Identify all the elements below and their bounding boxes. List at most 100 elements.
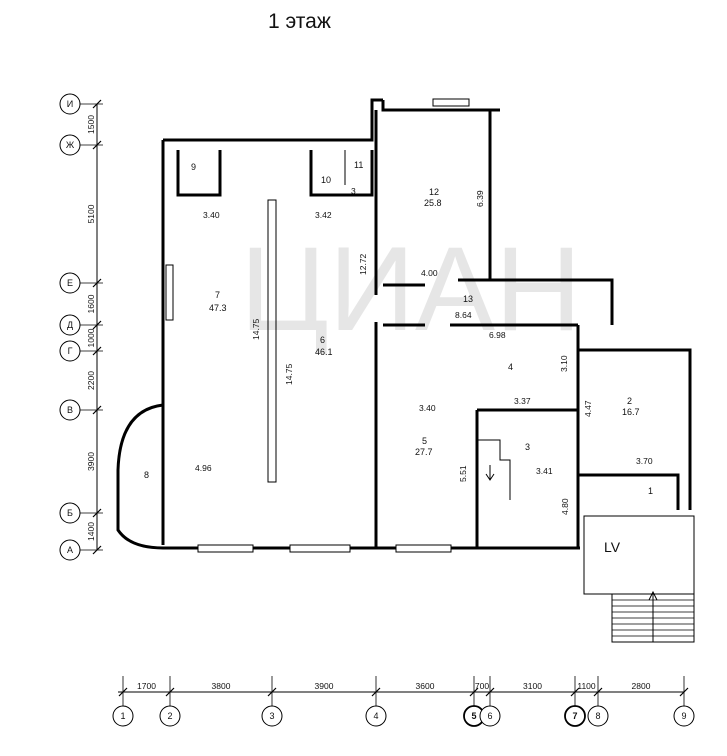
dim: 4.47: [583, 400, 593, 417]
axis-number-label: 2: [167, 711, 172, 721]
axis-tick-slash: [92, 405, 102, 415]
axis-tick-slash: [371, 687, 381, 697]
axis-number-label: 4: [373, 711, 378, 721]
room2-walls: [578, 348, 692, 510]
lv-label: LV: [604, 539, 621, 555]
room-13-number: 13: [463, 294, 473, 304]
axis-tick-slash: [570, 687, 580, 697]
axis-tick-slash: [165, 687, 175, 697]
stair-arrow: [485, 465, 495, 481]
axis-tick-slash: [92, 140, 102, 150]
axis-letter-dim: 1400: [86, 522, 96, 541]
room-12-number: 12: [429, 187, 439, 197]
room9-walls: [176, 150, 222, 197]
axis-letter-label: Б: [67, 508, 73, 518]
room-8-number: 8: [144, 470, 149, 480]
axis-tick-slash: [92, 346, 102, 356]
axis-tick-slash: [469, 687, 479, 697]
axis-number-label: 5: [471, 711, 476, 721]
room-12-area: 25.8: [424, 198, 442, 208]
dim: 3.40: [203, 210, 220, 220]
axis-tick-slash: [485, 687, 495, 697]
room-10-number: 10: [321, 175, 331, 185]
axis-number-label: 3: [269, 711, 274, 721]
axis-number-dim: 3100: [523, 681, 542, 691]
dim: 3.70: [636, 456, 653, 466]
axis-number-dim: 3800: [212, 681, 231, 691]
axis-tick-slash: [267, 687, 277, 697]
room-9-number: 9: [191, 162, 196, 172]
entrance-stairs: [611, 590, 695, 643]
window-west: [165, 264, 174, 321]
axis-tick-slash: [92, 278, 102, 288]
axis-bubble-1: [112, 705, 134, 727]
room-5-number: 5: [422, 436, 427, 446]
axis-letter-label: И: [67, 99, 73, 109]
dim: 4.96: [195, 463, 212, 473]
column-strip: [267, 199, 277, 483]
room-4-number: 4: [508, 362, 513, 372]
walls: [116, 98, 692, 550]
room-5-area: 27.7: [415, 447, 433, 457]
dim: 14.75: [284, 363, 294, 385]
axis-number-dim: 700: [475, 681, 489, 691]
dim: 3.10: [559, 355, 569, 372]
axis-bubble-3: [261, 705, 283, 727]
axis-tick-slash: [679, 687, 689, 697]
dim: 12.72: [358, 253, 368, 275]
windows: [165, 98, 470, 553]
dim: 4.00: [421, 268, 438, 278]
axis-letter-dim: 2200: [86, 371, 96, 390]
axis-letter-dim: 1500: [86, 115, 96, 134]
window-south-3: [395, 544, 452, 553]
corridor-north-wall: [458, 278, 614, 325]
axis-letter-label: В: [67, 405, 73, 415]
axis-letter-dim: 3900: [86, 452, 96, 471]
room-7-number: 7: [215, 290, 220, 300]
axis-letter-dim: 1600: [86, 294, 96, 313]
window-south-1: [197, 544, 254, 553]
dim: 14.75: [251, 318, 261, 340]
axis-letter-label: Г: [68, 346, 73, 356]
stairs: [477, 439, 511, 500]
room-3-number: 3: [525, 442, 530, 452]
axis-number-label: 9: [681, 711, 686, 721]
axis-letter-label: Ж: [66, 140, 75, 150]
room-2-area: 16.7: [622, 407, 640, 417]
plan-title: 1 этаж: [268, 10, 331, 33]
axis-tick-slash: [92, 508, 102, 518]
axis-bubble-9: [673, 705, 695, 727]
room-6-number: 6: [320, 335, 325, 345]
axis-tick-slash: [92, 99, 102, 109]
room1-walls: [578, 473, 680, 510]
axis-number-label: 6: [487, 711, 492, 721]
dim: 5.51: [458, 465, 468, 482]
room-2-number: 2: [627, 396, 632, 406]
room-7-area: 47.3: [209, 303, 227, 313]
axis-number-dim: 1100: [577, 681, 596, 691]
axis-number-dim: 3900: [315, 681, 334, 691]
axis-tick-slash: [92, 545, 102, 555]
north-wall-right: [381, 100, 500, 112]
dim: 3.37: [514, 396, 531, 406]
lv-box: [583, 515, 695, 595]
axis-number-dim: 2800: [632, 681, 651, 691]
axis-bubble-7: [564, 705, 586, 727]
axis-tick-slash: [593, 687, 603, 697]
axis-number-dim: 1700: [137, 681, 156, 691]
axis-number-label: 7: [572, 711, 577, 721]
dim: 6.98: [489, 330, 506, 340]
axis-letter-label: А: [67, 545, 73, 555]
window-south-2: [289, 544, 351, 553]
axis-number-label: 8: [595, 711, 600, 721]
north-wall-left: [163, 98, 383, 142]
axis-letter-dim: 5100: [86, 204, 96, 223]
axis-number-label: 1: [120, 711, 125, 721]
axis-bubble-4: [365, 705, 387, 727]
dim: 4.80: [560, 498, 570, 515]
dim: 3.40: [419, 403, 436, 413]
axis-bubble-6: [479, 705, 501, 727]
watermark: ЦИАН: [240, 222, 582, 356]
